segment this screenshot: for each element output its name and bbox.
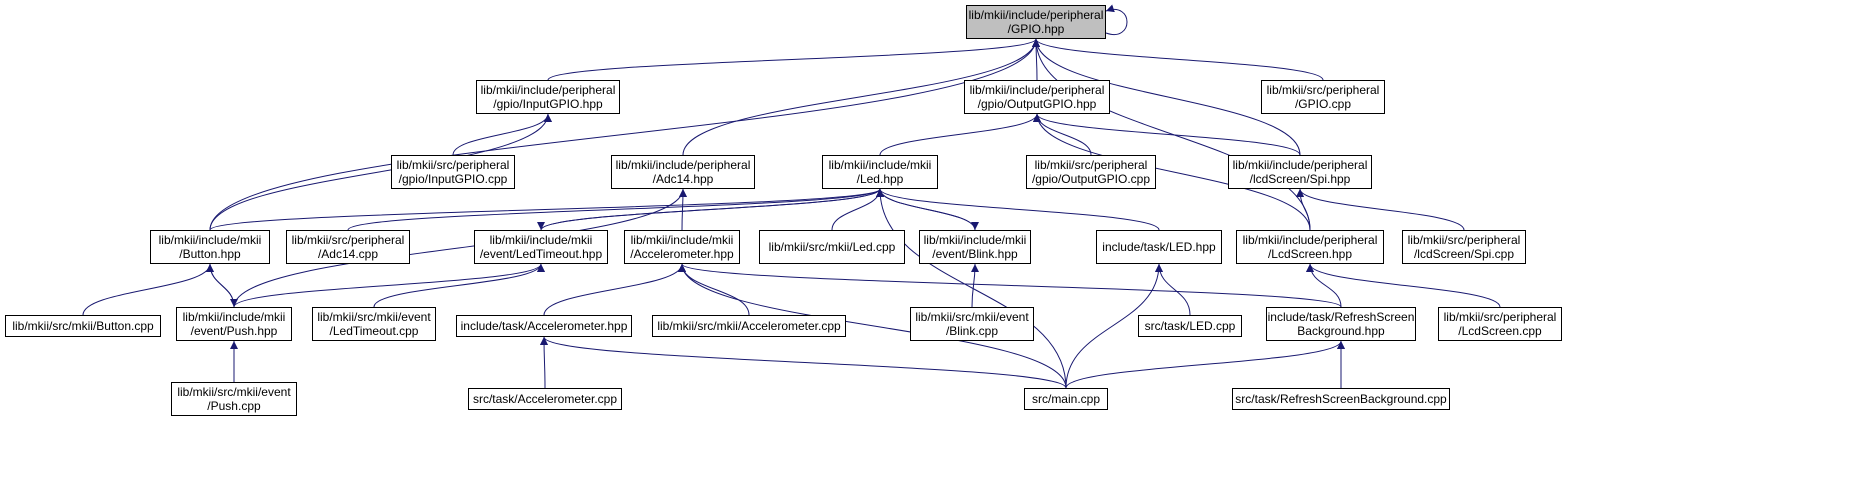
edge-lcdscreen_hpp-lcdscreen_cpp (1306, 263, 1501, 308)
node-task-led-cpp[interactable]: src/task/LED.cpp (1138, 315, 1242, 337)
node-button-cpp[interactable]: lib/mkii/src/mkii/Button.cpp (5, 315, 161, 337)
edge-led_hpp-adc14_cpp (347, 188, 884, 231)
node-refresh-hpp[interactable]: include/task/RefreshScreen Background.hp… (1266, 307, 1416, 341)
node-task-accel-cpp[interactable]: src/task/Accelerometer.cpp (468, 388, 622, 410)
edge-button_hpp-button_cpp (82, 263, 214, 316)
edge-gpio_hpp-spi_hpp (1032, 38, 1301, 156)
node-push-hpp[interactable]: lib/mkii/include/mkii /event/Push.hpp (176, 307, 292, 341)
edge-task_led_hpp-task_led_cpp (1155, 263, 1191, 316)
node-task-accel-hpp[interactable]: include/task/Accelerometer.hpp (456, 315, 632, 337)
edge-blink_hpp-led_hpp (879, 188, 979, 231)
edge-accel_hpp-main_cpp (678, 263, 1067, 389)
edge-gpio_hpp-gpio_hpp (1105, 4, 1128, 36)
node-outputgpio-cpp[interactable]: lib/mkii/src/peripheral /gpio/OutputGPIO… (1026, 155, 1156, 189)
edge-gpio_hpp-gpio_cpp (1032, 38, 1324, 81)
edge-gpio_hpp-button_hpp (209, 38, 1040, 231)
edge-push_hpp-button_hpp (209, 263, 238, 308)
edge-task_accel_hpp-main_cpp (540, 336, 1067, 389)
edge-outputgpio_hpp-spi_hpp (1033, 113, 1301, 156)
edge-spi_hpp-spi_cpp (1296, 188, 1465, 231)
node-spi-cpp[interactable]: lib/mkii/src/peripheral /lcdScreen/Spi.c… (1402, 230, 1526, 264)
edge-outputgpio_hpp-led_hpp (879, 113, 1041, 156)
node-gpio-cpp[interactable]: lib/mkii/src/peripheral /GPIO.cpp (1261, 80, 1385, 114)
edge-blink_hpp-blink_cpp (970, 263, 979, 308)
node-accel-hpp[interactable]: lib/mkii/include/mkii /Accelerometer.hpp (624, 230, 740, 264)
edge-ledtimeout_hpp-ledtimeout_cpp (373, 263, 545, 308)
edge-refresh_hpp-main_cpp (1065, 340, 1345, 389)
edge-gpio_hpp-inputgpio_hpp (547, 38, 1040, 81)
node-blink-hpp[interactable]: lib/mkii/include/mkii /event/Blink.hpp (919, 230, 1031, 264)
node-accel-cpp[interactable]: lib/mkii/src/mkii/Accelerometer.cpp (652, 315, 846, 337)
node-lcdscreen-hpp[interactable]: lib/mkii/include/peripheral /LcdScreen.h… (1236, 230, 1384, 264)
edge-inputgpio_hpp-button_hpp (209, 113, 552, 231)
node-ledtimeout-hpp[interactable]: lib/mkii/include/mkii /event/LedTimeout.… (474, 230, 608, 264)
edge-accel_hpp-refresh_hpp (678, 263, 1342, 308)
node-button-hpp[interactable]: lib/mkii/include/mkii /Button.hpp (150, 230, 270, 264)
node-blink-cpp[interactable]: lib/mkii/src/mkii/event /Blink.cpp (910, 307, 1034, 341)
edge-task_led_hpp-main_cpp (1065, 263, 1163, 389)
node-main-cpp[interactable]: src/main.cpp (1024, 388, 1108, 410)
node-spi-hpp[interactable]: lib/mkii/include/peripheral /lcdScreen/S… (1228, 155, 1372, 189)
node-inputgpio-hpp[interactable]: lib/mkii/include/peripheral /gpio/InputG… (476, 80, 620, 114)
edge-outputgpio_hpp-lcdscreen_hpp (1033, 113, 1311, 231)
edge-ledtimeout_hpp-push_hpp (233, 263, 545, 308)
edge-led_hpp-task_led_hpp (876, 188, 1160, 231)
node-gpio-hpp[interactable]: lib/mkii/include/peripheral /GPIO.hpp (966, 5, 1106, 39)
edge-gpio_hpp-adc14_hpp (682, 38, 1040, 156)
edge-adc14_hpp-accel_hpp (678, 188, 687, 231)
node-outputgpio-hpp[interactable]: lib/mkii/include/peripheral /gpio/Output… (964, 80, 1110, 114)
edge-task_accel_hpp-task_accel_cpp (540, 336, 549, 389)
node-refresh-cpp[interactable]: src/task/RefreshScreenBackground.cpp (1232, 388, 1450, 410)
node-push-cpp[interactable]: lib/mkii/src/mkii/event /Push.cpp (171, 382, 297, 416)
node-inputgpio-cpp[interactable]: lib/mkii/src/peripheral /gpio/InputGPIO.… (391, 155, 515, 189)
node-adc14-hpp[interactable]: lib/mkii/include/peripheral /Adc14.hpp (611, 155, 755, 189)
edge-adc14_hpp-push_hpp (233, 188, 687, 308)
node-ledtimeout-cpp[interactable]: lib/mkii/src/mkii/event /LedTimeout.cpp (312, 307, 436, 341)
edge-accel_hpp-task_accel_hpp (543, 263, 686, 316)
node-led-cpp[interactable]: lib/mkii/src/mkii/Led.cpp (759, 230, 905, 264)
edge-led_hpp-button_hpp (209, 188, 884, 231)
node-lcdscreen-cpp[interactable]: lib/mkii/src/peripheral /LcdScreen.cpp (1438, 307, 1562, 341)
node-led-hpp[interactable]: lib/mkii/include/mkii /Led.hpp (822, 155, 938, 189)
node-task-led-hpp[interactable]: include/task/LED.hpp (1096, 230, 1222, 264)
edge-ledtimeout_hpp-led_hpp (537, 188, 881, 231)
node-adc14-cpp[interactable]: lib/mkii/src/peripheral /Adc14.cpp (286, 230, 410, 264)
